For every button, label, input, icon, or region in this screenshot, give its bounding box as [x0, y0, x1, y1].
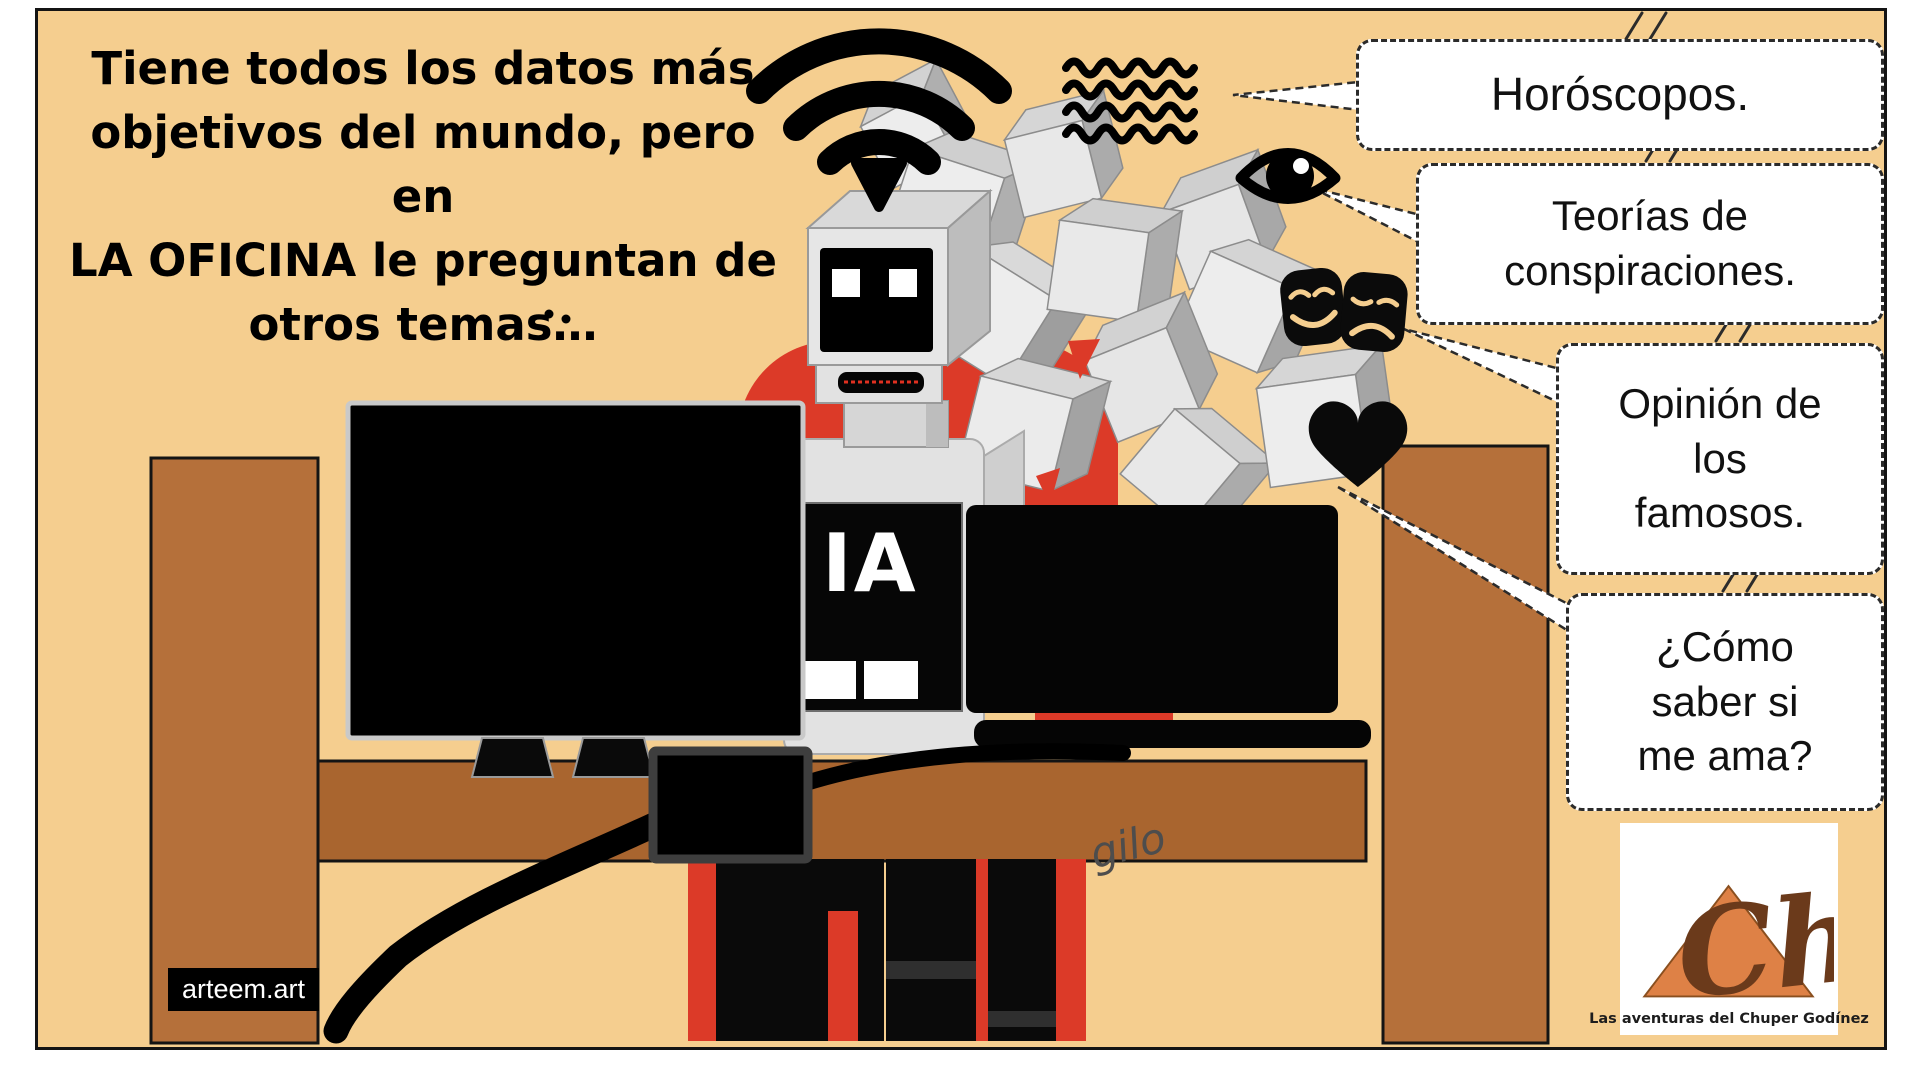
robot-eye-left	[832, 269, 860, 297]
speech-tail-4	[1337, 485, 1580, 640]
speech-bubble-me-ama: ¿Cómo saber si me ama?	[1566, 593, 1884, 811]
emphasis-slashes-1	[1624, 11, 1668, 41]
speech-bubble-famosos: Opinión de los famosos.	[1556, 343, 1884, 575]
theater-masks-icon	[1280, 267, 1408, 352]
monitor	[345, 400, 806, 778]
robot-chest-label: IA	[822, 517, 918, 610]
logo-monogram: Ch	[1670, 865, 1834, 1009]
caption-text: Tiene todos los datos más objetivos del …	[69, 42, 777, 351]
desk-left-leg	[149, 456, 320, 1045]
laptop-base	[974, 720, 1371, 748]
speech-bubble-conspiraciones: Teorías de conspiraciones.	[1416, 163, 1884, 325]
comic-panel: Tiene todos los datos más objetivos del …	[35, 8, 1887, 1050]
laptop	[966, 505, 1371, 748]
laptop-screen	[966, 505, 1338, 713]
waves-icon	[1062, 57, 1198, 145]
robot-eye-right	[889, 269, 917, 297]
speech-bubble-horoscopos: Horóscopos.	[1356, 39, 1884, 151]
speech-tail-2	[1312, 186, 1430, 250]
watermark-label: arteem.art	[168, 968, 320, 1011]
pc-box	[648, 746, 813, 864]
heart-icon	[1308, 401, 1408, 487]
logo-triangle-monogram: Ch	[1642, 865, 1834, 1009]
logo-caption: Las aventuras del Chuper Godínez	[1589, 1011, 1869, 1027]
comic-artwork	[149, 11, 1765, 1045]
stray-dots	[544, 309, 571, 324]
desk-right-leg	[1381, 444, 1550, 1045]
eye-icon	[1235, 148, 1341, 204]
desk-cable	[798, 743, 1131, 791]
logo-box: Ch Las aventuras del Chuper Godínez	[1589, 823, 1869, 1035]
monitor-screen	[345, 400, 806, 741]
speech-bubble-tails	[1232, 79, 1580, 640]
speech-tail-1	[1232, 79, 1370, 113]
pc-box-and-cables	[323, 743, 1131, 1044]
desk-legs	[149, 444, 1550, 1045]
speech-tail-3	[1403, 327, 1570, 409]
monitor-stand	[470, 737, 555, 778]
power-cable	[323, 810, 671, 1044]
under-desk-clutter	[688, 859, 1086, 1041]
wifi-icon	[746, 28, 1012, 212]
monitor-stand	[571, 737, 656, 778]
